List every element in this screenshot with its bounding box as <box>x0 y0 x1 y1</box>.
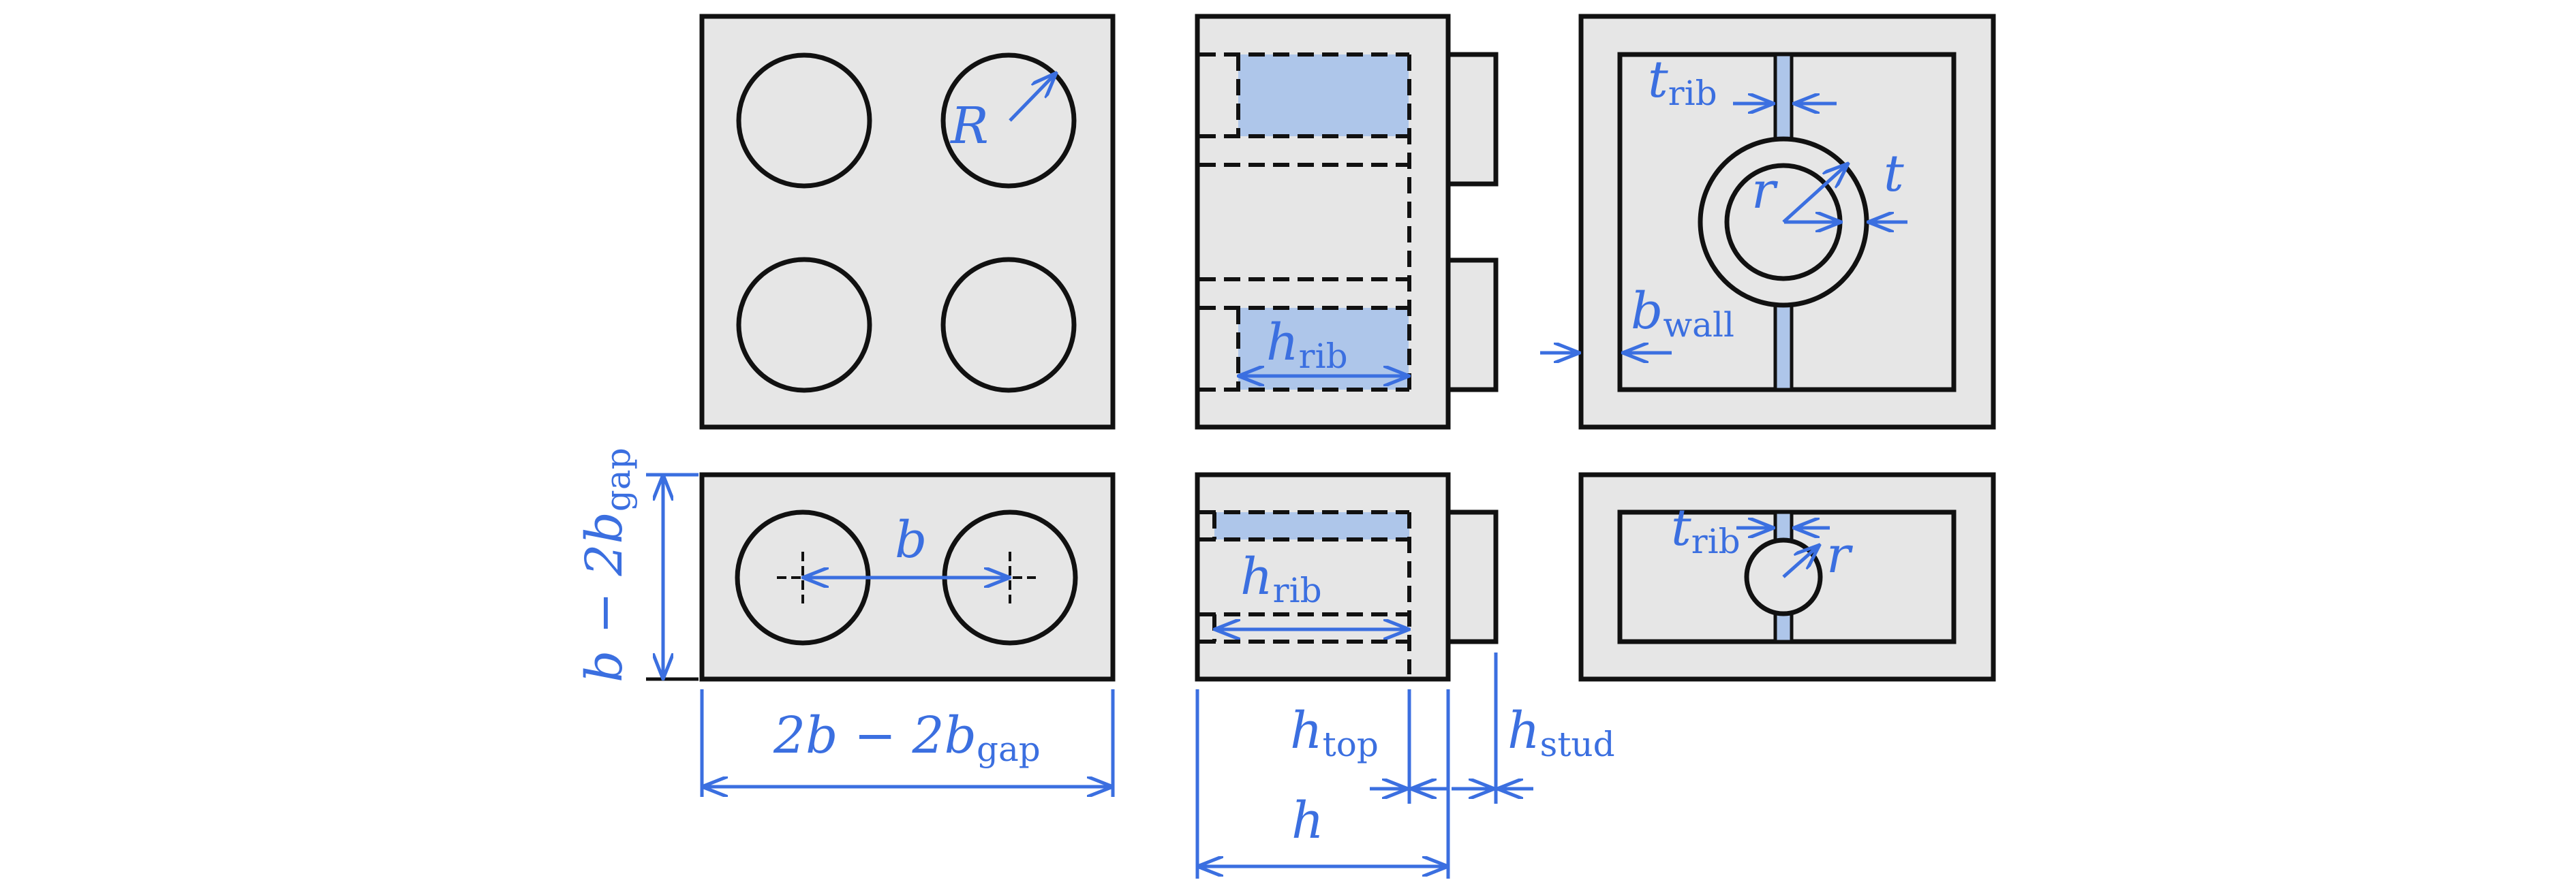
stud-circle <box>940 52 1077 189</box>
rib-highlight <box>1238 54 1409 136</box>
label-r: r <box>1751 161 1779 220</box>
stud-circle <box>736 257 872 393</box>
stud-profile <box>1445 52 1499 187</box>
label-R: R <box>949 97 989 155</box>
label-h: h <box>1291 791 1324 850</box>
rib-highlight <box>1214 512 1409 539</box>
stud-radius-arrow <box>1009 73 1056 122</box>
label-h-rib: hrib <box>1240 548 1322 610</box>
hidden-lines <box>1199 510 1411 674</box>
label-t: t <box>1884 144 1904 203</box>
side-section-2x2-brick: hrib <box>1195 14 1499 430</box>
label-h-rib: hrib <box>1266 313 1348 376</box>
tube-radius-arrow <box>1782 163 1848 223</box>
label-t-rib: trib <box>1671 499 1741 561</box>
bottom-view-1x2-brick: r trib <box>1578 472 1996 682</box>
label-r: r <box>1826 526 1854 584</box>
top-view-1x2-brick: b b − 2bgap 2b − 2bgap <box>575 448 1116 797</box>
label-h-stud: hstud <box>1507 702 1615 764</box>
pin-radius-arrow <box>1782 545 1820 578</box>
label-h-top: htop <box>1290 702 1379 764</box>
label-b: b <box>895 511 927 569</box>
side-section-1x2-brick: hrib h htop hstud <box>1195 472 1615 879</box>
bottom-view-2x2-brick: r t trib bwall <box>1540 14 1996 430</box>
hidden-lines <box>1199 52 1411 392</box>
label-b-minus-2bgap: b − 2bgap <box>575 448 638 682</box>
stud-profile <box>1445 509 1499 644</box>
stud-circle <box>940 257 1077 393</box>
stud-profile <box>1445 257 1499 392</box>
stud-circle <box>736 52 872 189</box>
label-2b-minus-2bgap: 2b − 2bgap <box>773 706 1041 769</box>
top-view-2x2-brick: R <box>699 14 1116 430</box>
label-b-wall: bwall <box>1631 282 1734 345</box>
label-t-rib: trib <box>1648 50 1717 113</box>
brick-section-outline <box>1195 472 1451 682</box>
